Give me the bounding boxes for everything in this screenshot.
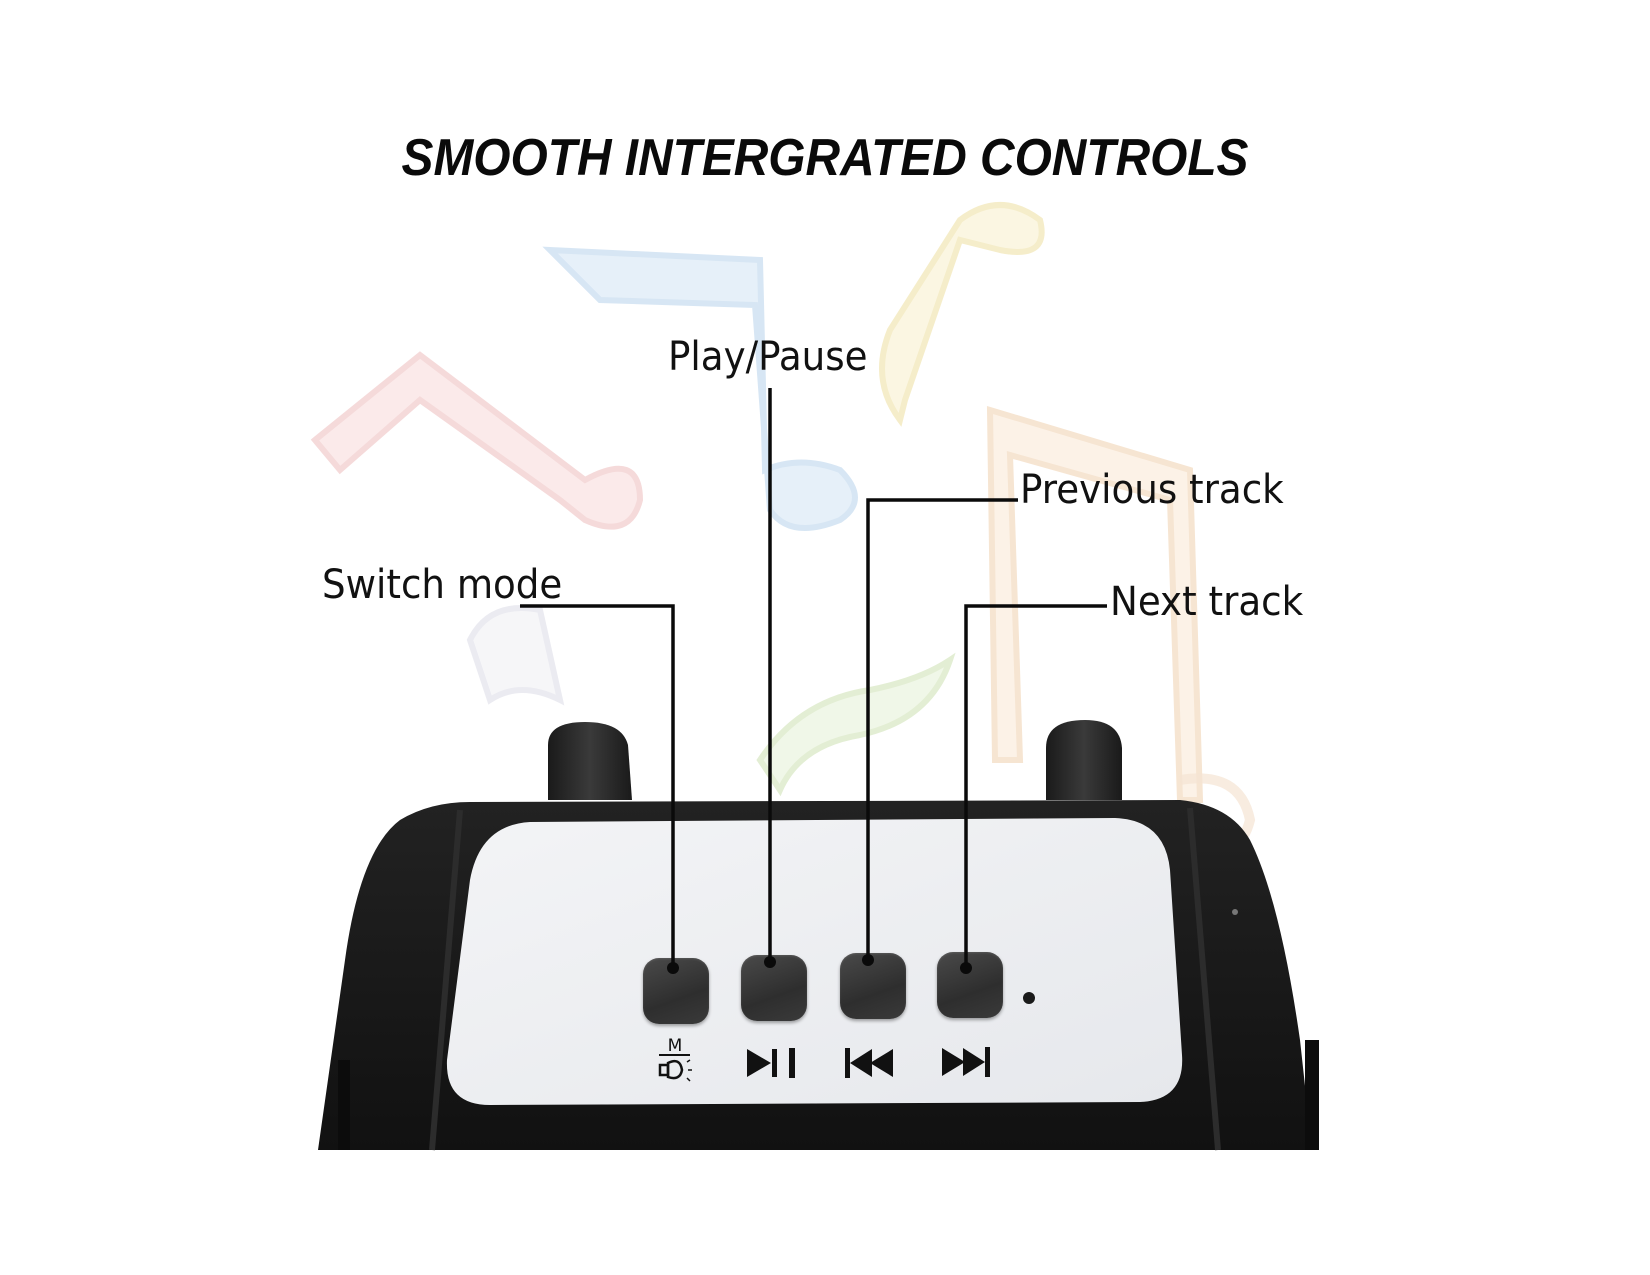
svg-text:M: M <box>668 1036 683 1056</box>
play-pause-icon <box>747 1048 795 1078</box>
callout-previous-track: Previous track <box>1020 467 1284 513</box>
callout-play-pause: Play/Pause <box>668 334 868 380</box>
callout-switch-mode: Switch mode <box>322 562 563 608</box>
music-note-orange <box>986 405 1204 803</box>
mode-light-icon: M <box>658 1036 692 1082</box>
previous-track-button[interactable] <box>840 953 906 1019</box>
music-note-blue <box>542 246 858 531</box>
control-panel <box>446 818 1183 1105</box>
leader-switch-mode <box>520 604 675 968</box>
music-note-red <box>310 351 644 530</box>
page-title: SMOOTH INTERGRATED CONTROLS <box>401 129 1249 187</box>
next-track-button[interactable] <box>937 952 1003 1018</box>
left-knob <box>548 722 632 800</box>
music-note-pale <box>466 605 565 706</box>
leader-next-track <box>964 604 1107 968</box>
previous-track-icon <box>845 1048 893 1078</box>
leader-previous-track <box>866 498 1018 960</box>
music-note-yellow <box>879 202 1045 427</box>
next-track-icon <box>942 1047 990 1077</box>
music-note-green <box>756 652 956 797</box>
right-knob <box>1046 720 1122 800</box>
callout-next-track: Next track <box>1110 579 1304 625</box>
led-indicator <box>1023 992 1035 1004</box>
